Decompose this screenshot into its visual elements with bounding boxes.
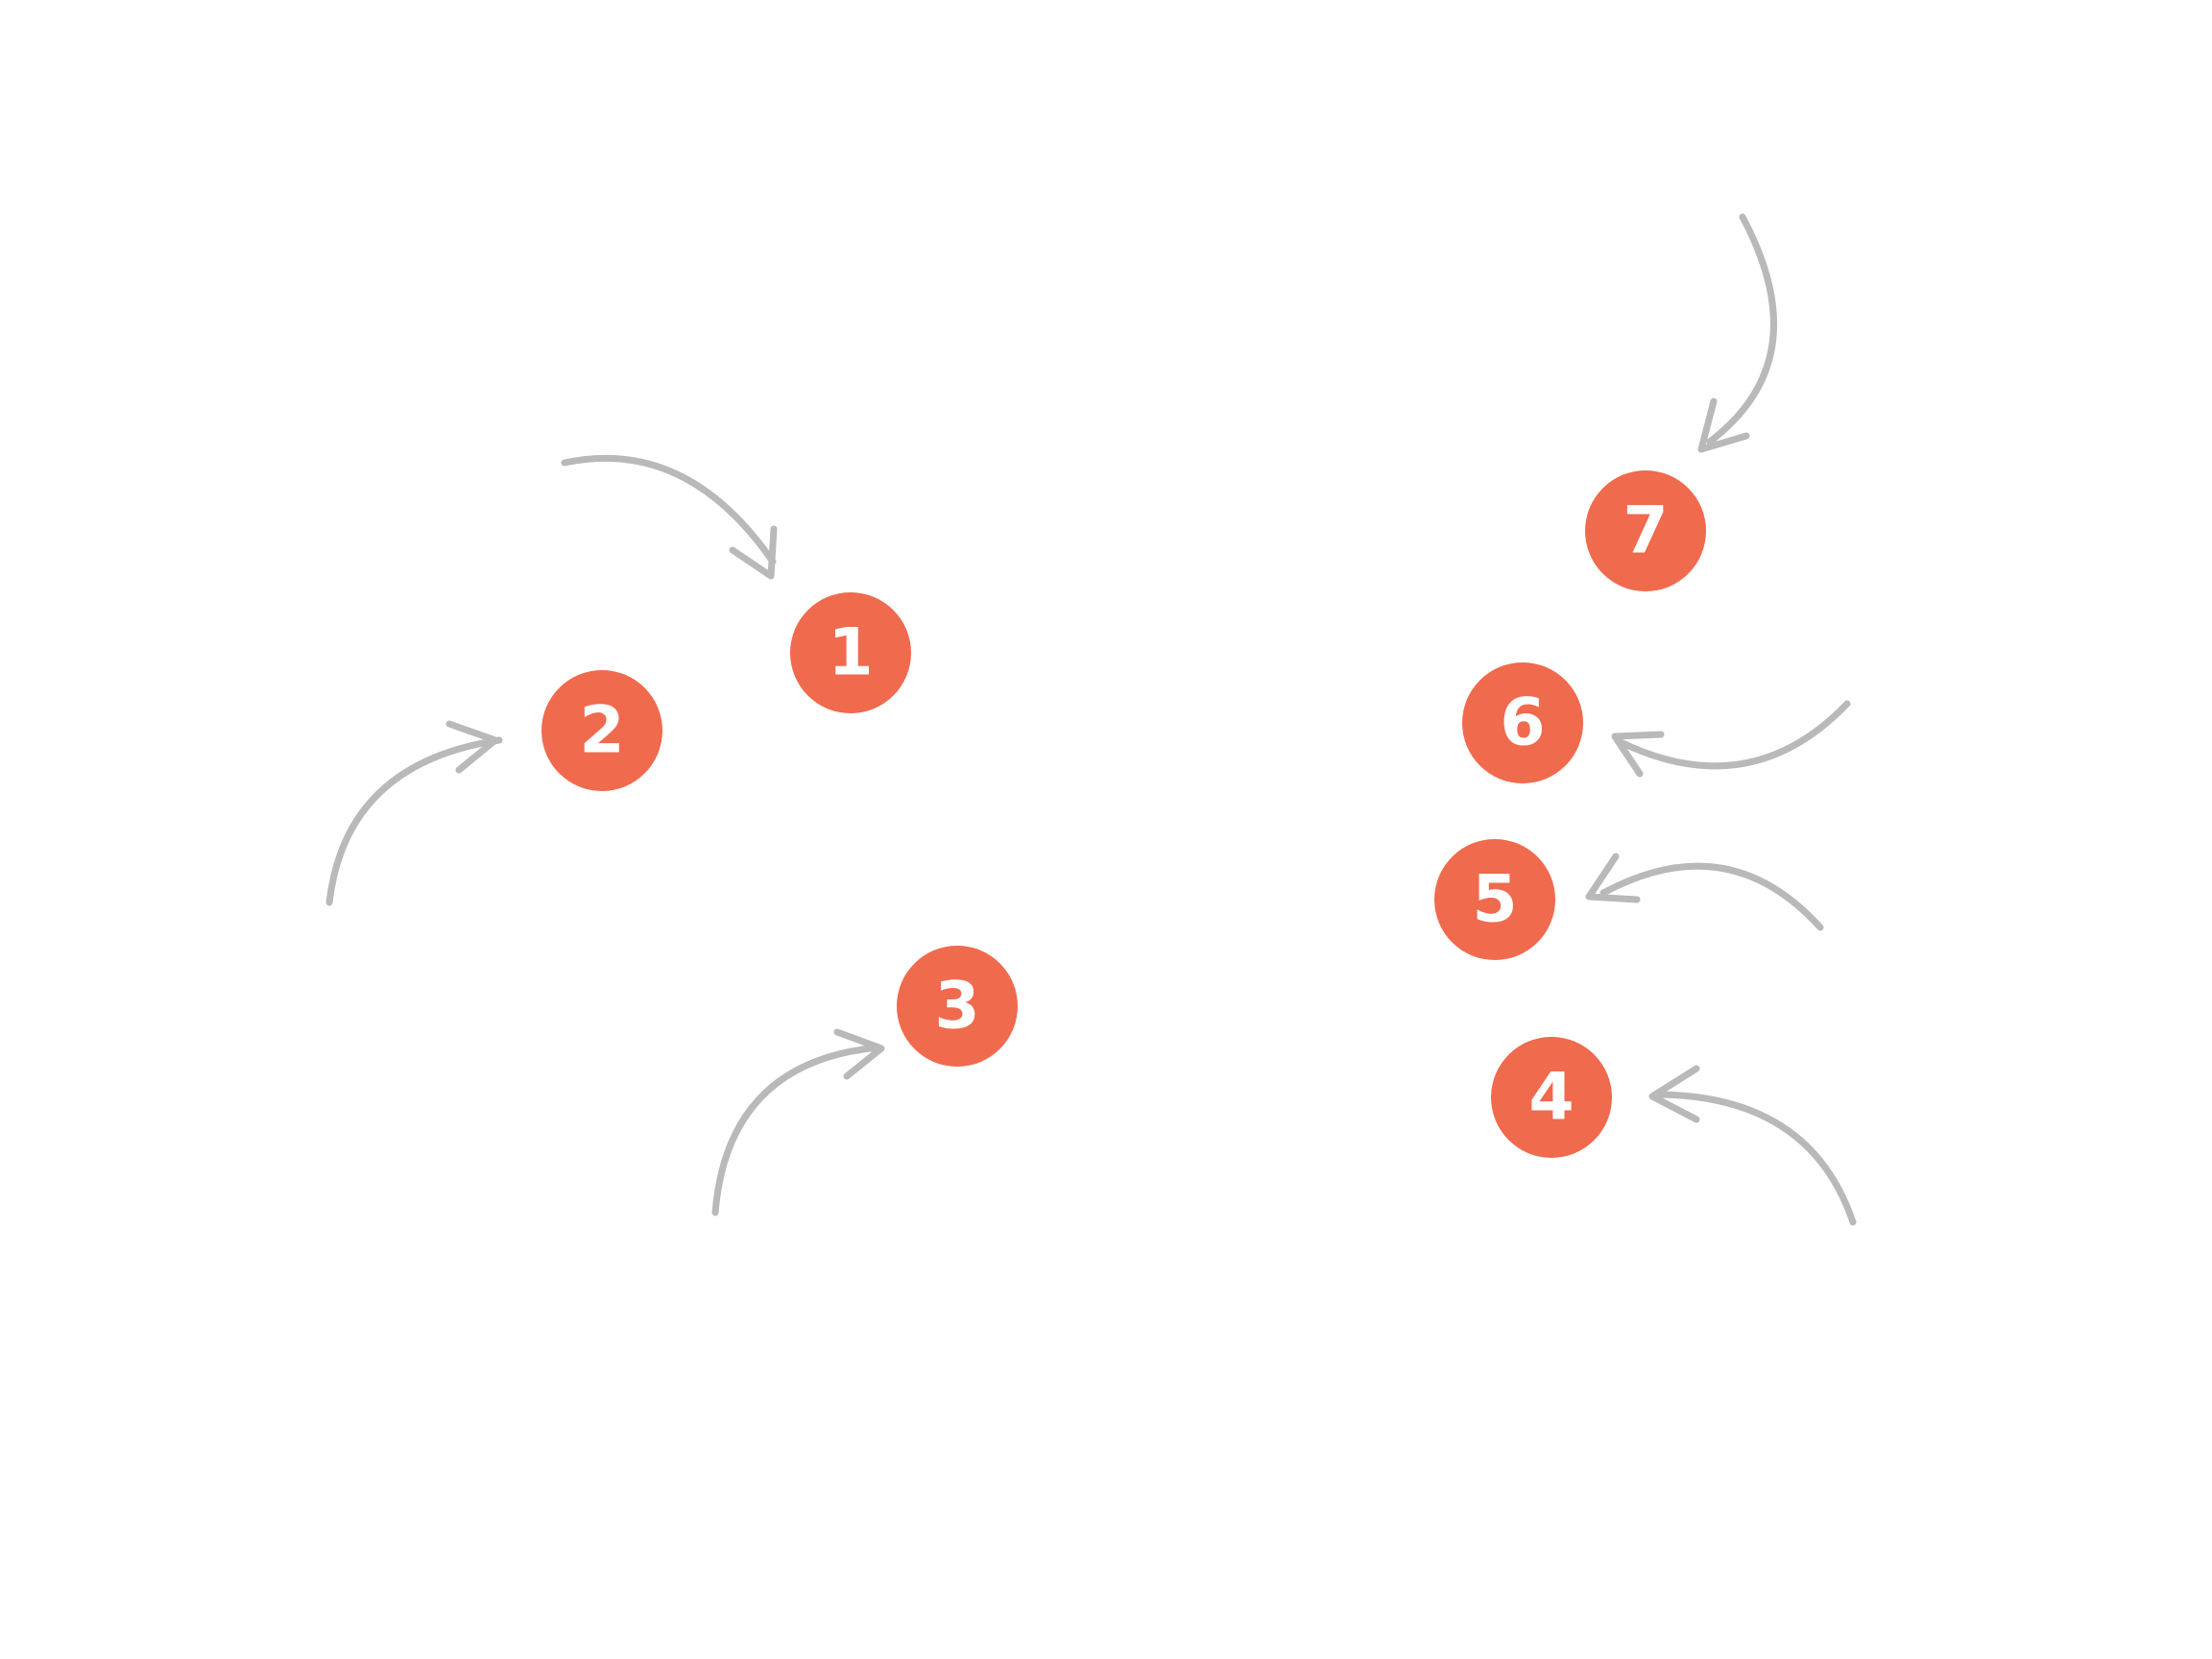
arrow-to-marker-7	[1697, 213, 1778, 453]
arrow-curve	[325, 736, 503, 906]
arrow-to-marker-6	[1611, 700, 1851, 778]
arrow-head	[1585, 853, 1641, 903]
arrow-to-marker-5	[1585, 853, 1824, 931]
marker-4: 4	[1491, 1037, 1612, 1158]
arrow-to-marker-3	[711, 1028, 885, 1216]
marker-label: 3	[934, 969, 979, 1045]
arrow-curve	[1617, 700, 1851, 770]
arrow-to-marker-1	[561, 454, 778, 580]
marker-2: 2	[541, 670, 662, 791]
marker-badge	[897, 946, 1018, 1067]
arrows-group	[325, 213, 1857, 1226]
marker-label: 4	[1528, 1060, 1574, 1136]
arrow-curve	[1706, 213, 1778, 445]
arrow-curve	[711, 1044, 882, 1216]
arrow-to-marker-4	[1648, 1065, 1857, 1226]
arrow-curve	[561, 454, 777, 565]
marker-label: 6	[1500, 685, 1545, 761]
markers-group: 1 2 3 4 5 6	[541, 470, 1706, 1158]
marker-badge	[1434, 839, 1555, 960]
marker-3: 3	[897, 946, 1018, 1067]
arrow-head	[729, 525, 778, 580]
marker-label: 5	[1472, 862, 1517, 938]
arrow-head	[445, 720, 499, 774]
arrow-to-marker-2	[325, 720, 503, 906]
marker-badge	[541, 670, 662, 791]
arrow-head	[1648, 1065, 1700, 1123]
arrow-curve	[1651, 1091, 1857, 1226]
arrow-head	[1697, 397, 1750, 453]
marker-6: 6	[1462, 662, 1583, 783]
marker-badge	[1491, 1037, 1612, 1158]
marker-5: 5	[1434, 839, 1555, 960]
marker-badge	[790, 592, 911, 713]
marker-label: 1	[828, 615, 873, 691]
marker-badge	[1462, 662, 1583, 783]
arrow-curve	[1599, 862, 1824, 931]
arrow-head	[833, 1028, 885, 1080]
marker-1: 1	[790, 592, 911, 713]
marker-label: 2	[579, 693, 624, 769]
marker-7: 7	[1585, 470, 1706, 591]
marker-badge	[1585, 470, 1706, 591]
marker-label: 7	[1623, 493, 1668, 569]
arrow-head	[1611, 731, 1665, 778]
